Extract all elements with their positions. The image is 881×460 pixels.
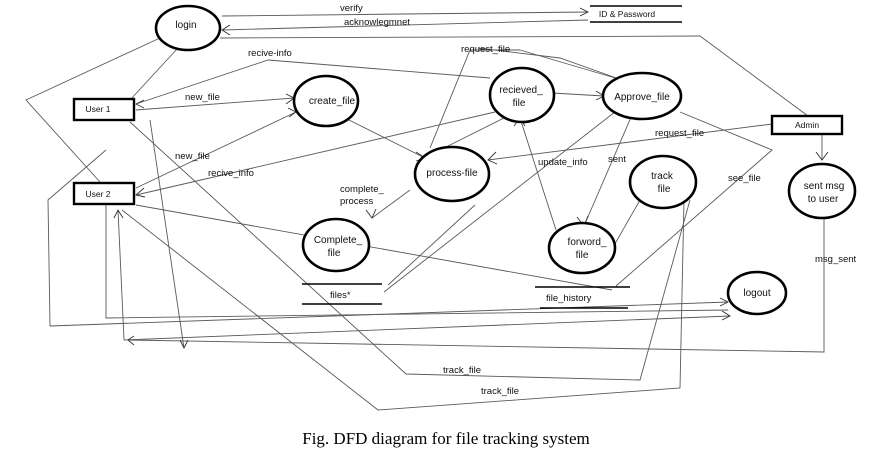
process-forword-file: forword_ file [547,221,617,275]
entity-user2: User 2 [72,181,136,206]
process-forword-file-label-1: forword_ [568,237,607,248]
flow-acknowlegmnet: acknowlegmnet [344,17,410,28]
flow-complete-process-2: process [340,196,374,207]
process-complete-file-label-2: file [328,248,341,259]
flow-update-info: update_info [538,157,588,168]
flow-labels: verify acknowlegmnet recive-info request… [175,3,857,397]
process-create-file-label: create_file [309,96,356,107]
process-approve-file: Approve_file [601,71,683,121]
flow-request-file-admin: request_file [655,128,704,139]
process-forword-file-label-2: file [576,250,589,261]
store-file-history: file_history [535,286,630,309]
flow-msg-sent: msg_sent [815,254,857,265]
flow-see-file: see_file [728,173,761,184]
process-login: login [154,4,222,52]
process-complete-file-label-1: Complete_ [314,235,363,246]
store-file-history-label: file_history [546,293,592,304]
flow-track-file-2: track_file [481,386,519,397]
flow-track-file-1: track_file [443,365,481,376]
process-create-file: create_file [292,74,360,128]
flow-request-file-top: request_file [461,44,510,55]
entity-user2-label: User 2 [85,189,110,199]
flow-sent: sent [608,154,626,165]
flow-recive-info-2: recive_info [208,168,254,179]
figure-caption: Fig. DFD diagram for file tracking syste… [302,429,590,448]
process-recieved-file-label-1: recieved_ [499,85,543,96]
process-sent-msg: sent msg to user [787,162,857,220]
process-sent-msg-label-2: to user [808,194,839,205]
process-login-label: login [175,20,196,31]
entity-admin: Admin [770,114,844,136]
store-id-password-label: ID & Password [599,9,655,19]
flow-lines [25,11,825,411]
entity-user1-label: User 1 [85,104,110,114]
process-complete-file: Complete_ file [301,217,371,273]
process-recieved-file-label-2: file [513,98,526,109]
process-track-file-label-1: track [651,171,674,182]
process-logout: logout [726,270,788,316]
process-recieved-file: recieved_ file [488,66,556,124]
flow-recive-info: recive-info [248,48,292,59]
process-approve-file-label: Approve_file [614,92,670,103]
entity-admin-label: Admin [795,120,819,130]
store-files: files* [302,283,382,305]
process-process-file: process-file [413,145,491,203]
process-track-file-label-2: file [658,184,671,195]
store-files-label: files* [330,290,351,301]
flow-verify: verify [340,3,363,14]
process-process-file-label: process-file [426,168,478,179]
process-logout-label: logout [743,288,770,299]
process-sent-msg-label-1: sent msg [804,181,845,192]
entity-user1: User 1 [72,97,136,122]
flow-complete-process-1: complete_ [340,184,385,195]
flow-new-file-2: new_file [175,151,210,162]
flow-new-file-1: new_file [185,92,220,103]
store-id-password: ID & Password [590,5,682,23]
process-track-file: track file [628,154,698,210]
